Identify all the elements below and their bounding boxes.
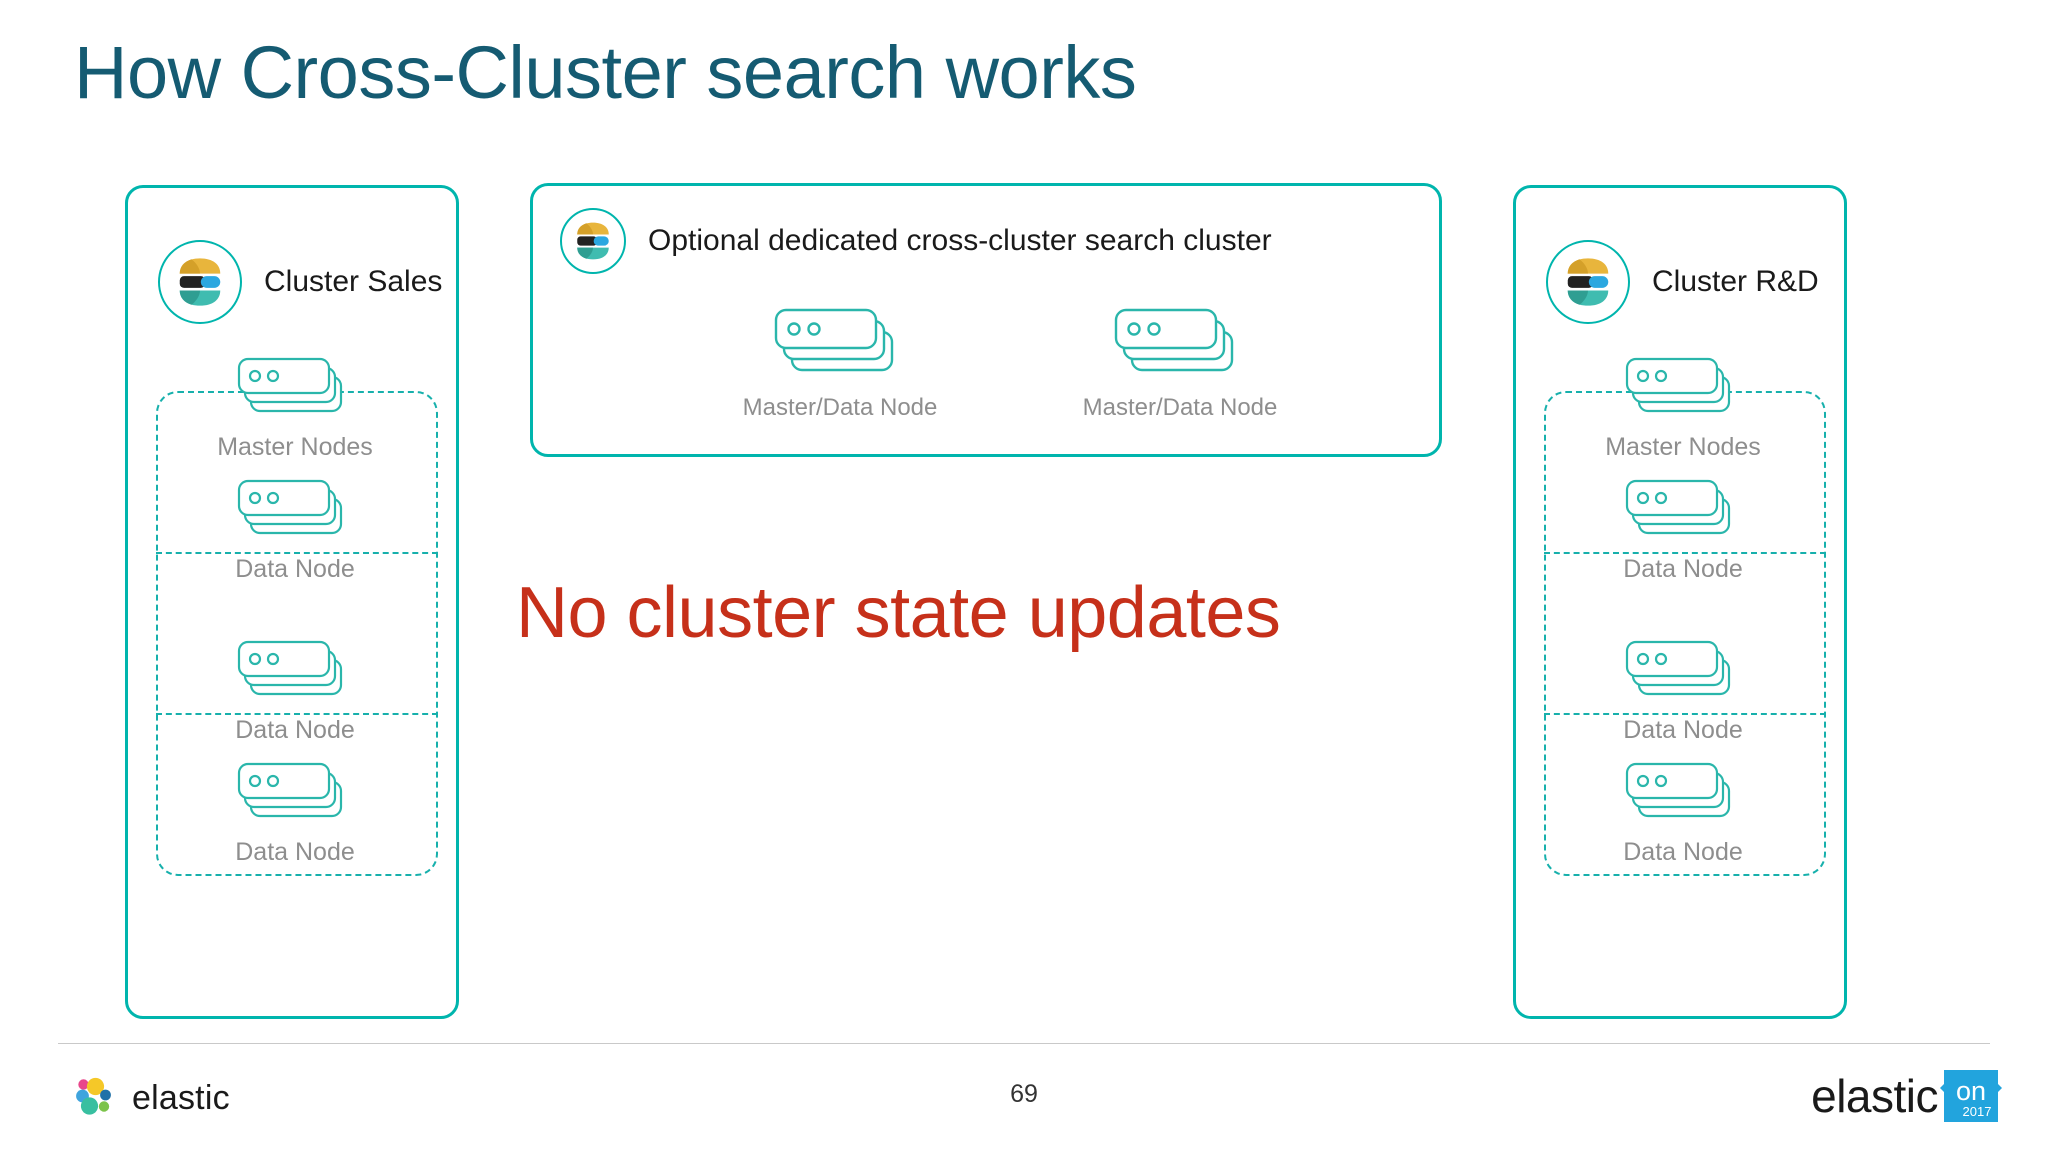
node-stack-icon: [1625, 640, 1731, 696]
node-stack-icon: [237, 640, 343, 696]
footer-event-logo: elastic on 2017: [1811, 1066, 2002, 1126]
cluster-header-right: Cluster R&D: [1546, 240, 1819, 324]
node-stack-icon: [237, 479, 343, 535]
node-label: Data Node: [235, 838, 355, 866]
elasticsearch-mark-svg: [1567, 258, 1609, 306]
elasticon-badge-icon: on 2017: [1940, 1066, 2002, 1126]
cluster-name-left: Cluster Sales: [264, 265, 443, 298]
node-label: Master/Data Node: [1082, 394, 1278, 421]
node-label: Data Node: [235, 716, 355, 744]
svg-text:on: on: [1956, 1076, 1986, 1106]
node-label: Data Node: [235, 555, 355, 583]
svg-text:2017: 2017: [1963, 1104, 1992, 1119]
node-label: Master/Data Node: [742, 394, 938, 421]
node-data-node-1-left: Data Node: [145, 477, 445, 584]
node-stack-icon: [774, 308, 894, 372]
node-master-nodes-right: Master Nodes: [1533, 355, 1833, 462]
node-group-divider-1-right: [1544, 552, 1826, 554]
node-stack-icon: [1625, 479, 1731, 535]
elasticsearch-mark-svg: [179, 258, 221, 306]
footer-event-brand-label: elastic: [1811, 1070, 1938, 1122]
node-master-data-1-middle: Master/Data Node: [690, 306, 990, 422]
node-master-nodes-left: Master Nodes: [145, 355, 445, 462]
elasticsearch-logo-icon: [1546, 240, 1630, 324]
node-stack-icon: [1114, 308, 1234, 372]
callout-no-cluster-state-updates: No cluster state updates: [516, 573, 1281, 653]
page-title: How Cross-Cluster search works: [74, 31, 1137, 114]
node-data-node-3-right: Data Node: [1533, 760, 1833, 867]
elasticsearch-logo-icon: [158, 240, 242, 324]
cluster-header-left: Cluster Sales: [158, 240, 442, 324]
elasticon-badge-svg: on 2017: [1940, 1070, 2002, 1122]
footer-divider: [58, 1043, 1990, 1044]
node-label: Master Nodes: [217, 433, 373, 461]
node-data-node-1-right: Data Node: [1533, 477, 1833, 584]
page-number: 69: [1010, 1080, 1038, 1108]
cluster-panel-middle: Optional dedicated cross-cluster search …: [530, 183, 1442, 457]
node-data-node-2-left: Data Node: [145, 638, 445, 745]
node-group-divider-2-right: [1544, 713, 1826, 715]
node-master-data-2-middle: Master/Data Node: [1030, 306, 1330, 422]
cluster-header-middle: Optional dedicated cross-cluster search …: [560, 208, 1272, 274]
node-group-divider-1-left: [156, 552, 438, 554]
elastic-cluster-logo-icon: [76, 1077, 111, 1115]
elasticsearch-mark-svg: [577, 222, 609, 260]
elasticsearch-logo-icon: [560, 208, 626, 274]
node-label: Data Node: [1623, 838, 1743, 866]
footer-brand-elastic: elastic: [72, 1076, 230, 1120]
node-stack-icon: [237, 357, 343, 413]
cluster-panel-right: Cluster R&D Master Nodes Data No: [1513, 185, 1847, 1019]
node-label: Master Nodes: [1605, 433, 1761, 461]
node-data-node-2-right: Data Node: [1533, 638, 1833, 745]
cluster-name-right: Cluster R&D: [1652, 265, 1819, 298]
node-label: Data Node: [1623, 555, 1743, 583]
node-label: Data Node: [1623, 716, 1743, 744]
node-stack-icon: [237, 762, 343, 818]
node-group-divider-2-left: [156, 713, 438, 715]
node-stack-icon: [1625, 762, 1731, 818]
node-stack-icon: [1625, 357, 1731, 413]
footer-brand-label: elastic: [132, 1078, 230, 1117]
middle-cluster-title: Optional dedicated cross-cluster search …: [648, 224, 1272, 257]
cluster-panel-left: Cluster Sales Master Nodes: [125, 185, 459, 1019]
node-data-node-3-left: Data Node: [145, 760, 445, 867]
